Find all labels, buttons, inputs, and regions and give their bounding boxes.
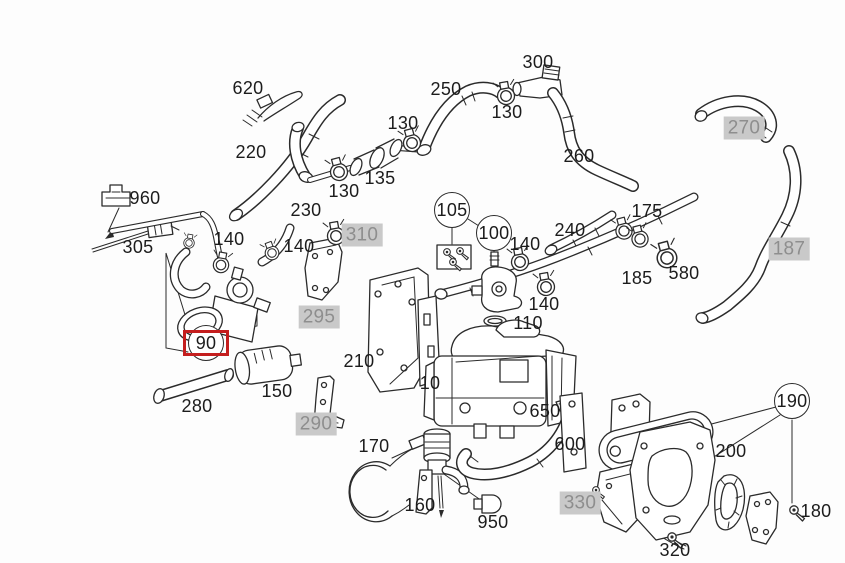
part-label-180: 180 xyxy=(800,501,832,521)
pump-hose-link xyxy=(257,223,295,267)
part-label-950: 950 xyxy=(477,512,509,532)
part-label-200: 200 xyxy=(715,441,747,461)
coolant-hose-187 xyxy=(695,145,802,324)
coolant-hose-260 xyxy=(547,87,639,192)
part-label-320: 320 xyxy=(659,540,691,560)
part-label-240: 240 xyxy=(554,220,586,240)
check-valve-135 xyxy=(349,138,403,177)
part-label-220: 220 xyxy=(235,142,267,162)
coolant-hose-240 xyxy=(544,210,617,256)
part-label-260: 260 xyxy=(563,146,595,166)
part-label-650: 650 xyxy=(529,401,561,421)
part-label-140-c: 140 xyxy=(509,234,541,254)
coolant-hose-250 xyxy=(416,81,506,156)
part-label-105: 105 xyxy=(434,192,470,228)
bracket-strip xyxy=(559,392,587,473)
fuel-filter-150 xyxy=(234,345,302,385)
part-label-187: 187 xyxy=(768,237,810,261)
fuel-pump-160 xyxy=(415,428,470,518)
clamp-130-a xyxy=(324,154,352,184)
screw-kit-105 xyxy=(436,244,472,272)
clamp-140-a xyxy=(209,249,234,275)
part-label-290: 290 xyxy=(295,412,337,436)
part-label-210: 210 xyxy=(343,351,375,371)
retaining-clip-960 xyxy=(101,184,131,207)
part-label-190: 190 xyxy=(774,383,810,419)
grommet-950 xyxy=(473,494,502,514)
gasket-plate xyxy=(745,491,779,545)
fuel-line-coil-170 xyxy=(348,434,427,523)
mounting-plate-200 xyxy=(629,421,716,541)
part-label-10: 10 xyxy=(419,373,441,393)
part-label-175: 175 xyxy=(631,201,663,221)
part-label-140-d: 140 xyxy=(528,294,560,314)
thermostat-100 xyxy=(471,251,523,313)
part-label-310: 310 xyxy=(341,223,383,247)
part-label-330: 330 xyxy=(559,491,601,515)
part-label-150: 150 xyxy=(261,381,293,401)
part-label-960: 960 xyxy=(129,188,161,208)
pipe-280 xyxy=(153,368,234,404)
part-label-160: 160 xyxy=(404,495,436,515)
heater-unit-10 xyxy=(423,319,577,439)
part-label-110: 110 xyxy=(513,313,543,333)
part-label-250: 250 xyxy=(430,79,462,99)
part-label-170: 170 xyxy=(358,436,390,456)
cable-tie-620 xyxy=(242,90,303,127)
part-label-130-c: 130 xyxy=(491,102,523,122)
part-label-300: 300 xyxy=(522,52,554,72)
part-label-140-b: 140 xyxy=(283,236,315,256)
part-label-295: 295 xyxy=(298,305,340,329)
part-label-580: 580 xyxy=(668,263,700,283)
part-label-130-a: 130 xyxy=(328,181,360,201)
part-label-130-b: 130 xyxy=(387,113,419,133)
part-label-185: 185 xyxy=(621,268,653,288)
part-label-135: 135 xyxy=(364,168,396,188)
gasket-ring xyxy=(714,474,746,531)
part-label-100: 100 xyxy=(476,215,512,251)
part-label-140-a: 140 xyxy=(213,229,245,249)
part-label-90: 90 xyxy=(183,325,229,361)
part-label-230: 230 xyxy=(290,200,322,220)
part-label-280: 280 xyxy=(181,396,213,416)
part-label-270: 270 xyxy=(723,116,765,140)
part-label-305: 305 xyxy=(122,237,154,257)
coolant-hose-230 xyxy=(288,121,314,183)
part-label-600: 600 xyxy=(554,434,586,454)
part-label-620: 620 xyxy=(232,78,264,98)
pump-inlet-elbow xyxy=(169,247,211,299)
